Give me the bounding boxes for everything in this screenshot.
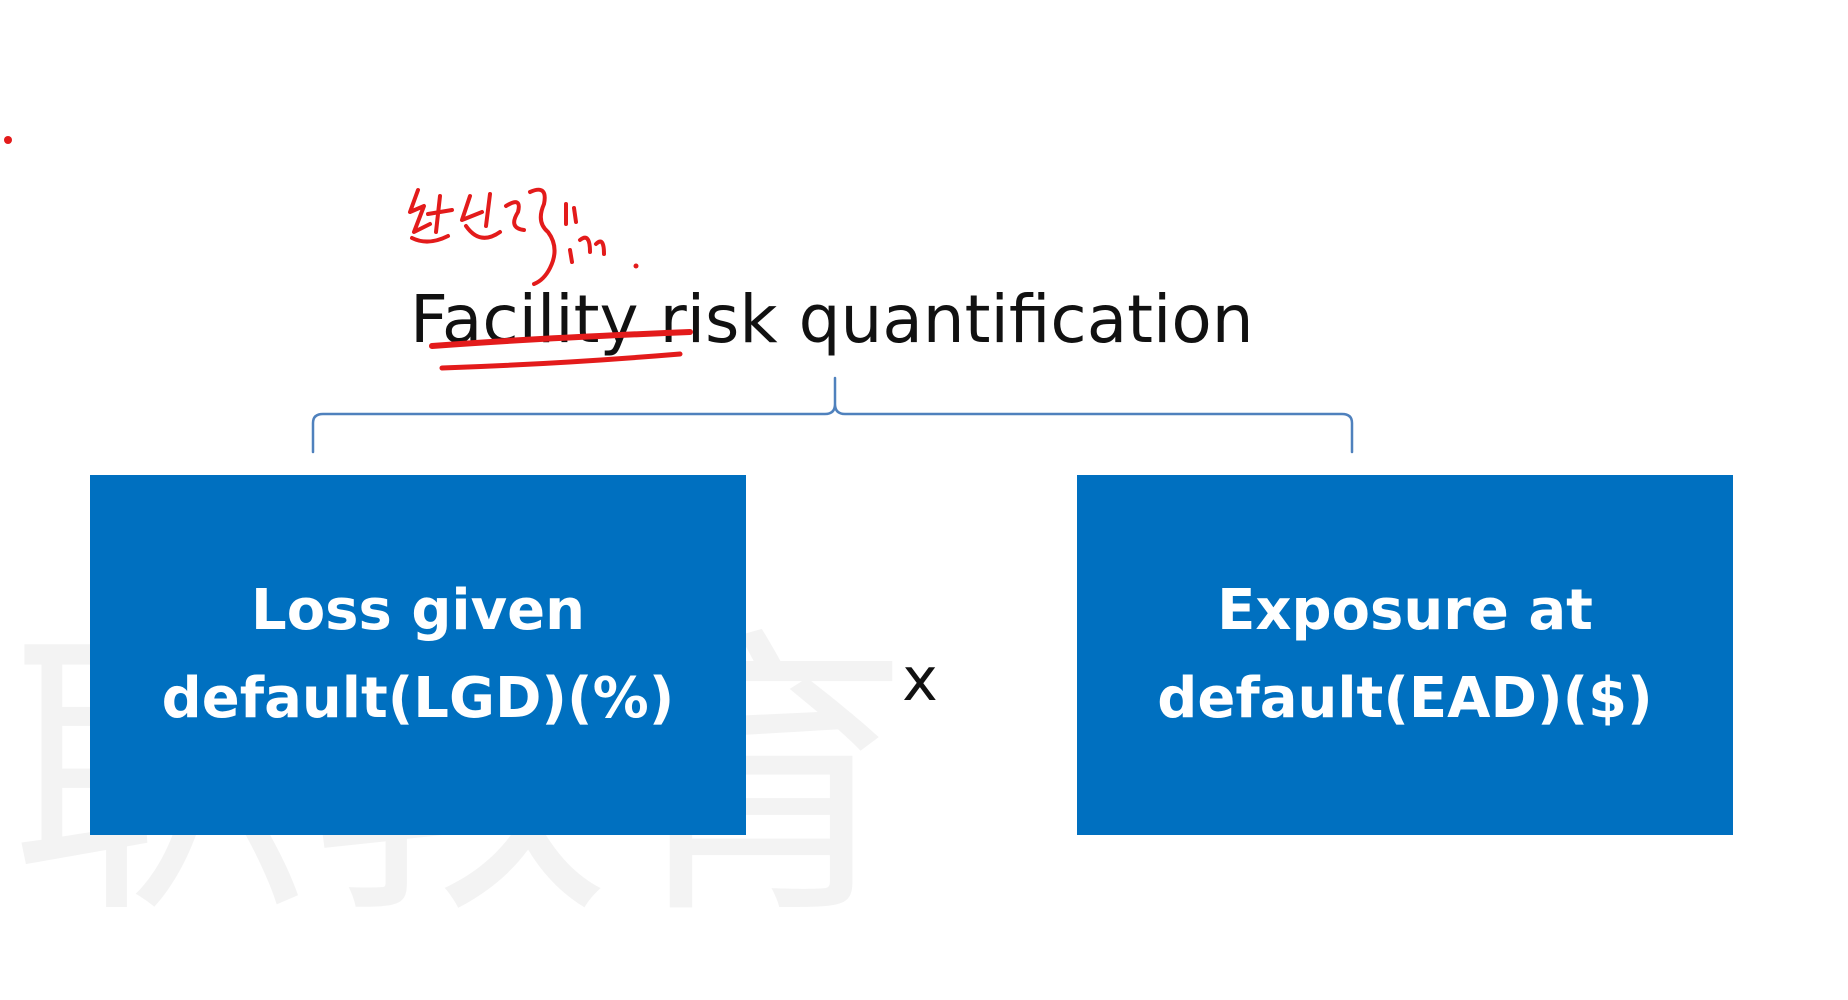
handwritten-scribble-2 — [410, 194, 454, 244]
handwritten-scribble-4 — [504, 200, 526, 232]
ead-box: Exposure at default(EAD)($) — [1077, 475, 1733, 835]
lgd-box-line-2: default(LGD)(%) — [161, 666, 675, 731]
handwritten-period — [633, 263, 639, 269]
handwritten-scribble-5 — [528, 187, 557, 286]
ead-box-line-2: default(EAD)($) — [1157, 666, 1653, 731]
handwritten-scribble-1 — [408, 188, 432, 234]
lgd-box: Loss given default(LGD)(%) — [90, 475, 746, 835]
handwritten-scribble-6 — [564, 202, 606, 264]
red-dot-mark — [4, 136, 12, 144]
ead-box-line-1: Exposure at — [1217, 578, 1593, 643]
multiply-operator: x — [902, 645, 938, 715]
curly-brace-path — [311, 376, 1354, 454]
handwritten-scribble-3 — [460, 192, 502, 240]
lgd-box-line-1: Loss given — [251, 578, 585, 643]
slide-title: Facility risk quantification — [410, 281, 1254, 358]
